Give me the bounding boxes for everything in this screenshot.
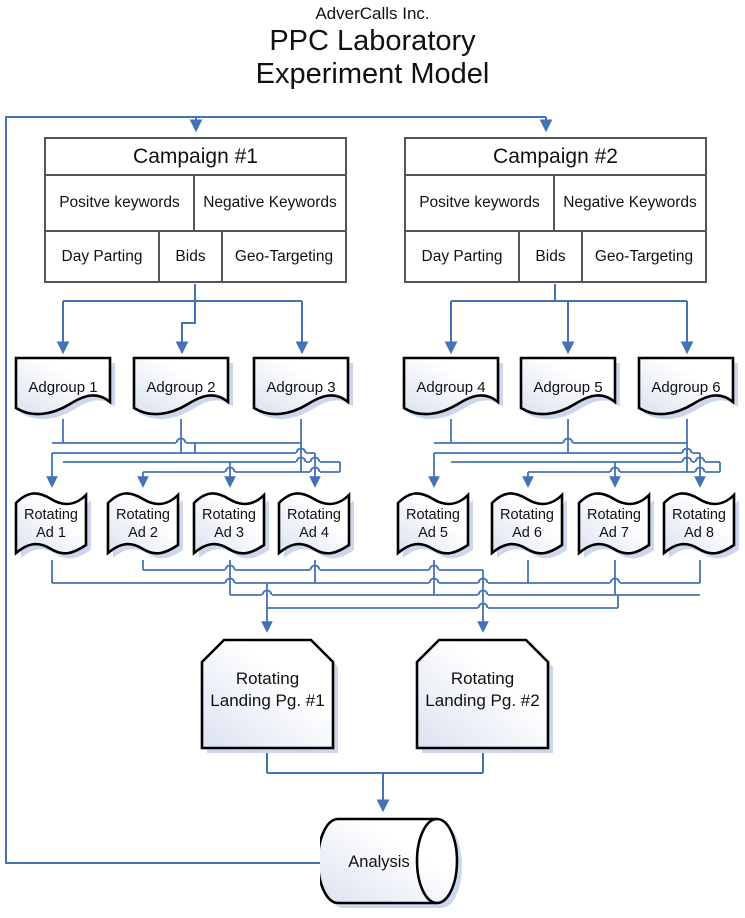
rotating-ad-7-line1: Rotating bbox=[586, 507, 641, 523]
page-title-line1: PPC Laboratory bbox=[269, 25, 476, 57]
landing-page-1-line2: Landing Pg. #1 bbox=[210, 691, 325, 710]
campaign-2-geo-targeting-cell: Geo-Targeting bbox=[583, 232, 707, 283]
landing-page-2-line2: Landing Pg. #2 bbox=[425, 691, 540, 710]
card-shape bbox=[415, 638, 553, 753]
rotating-ad-5-label: Rotating Ad 5 bbox=[396, 506, 470, 542]
rotating-ad-7-label: Rotating Ad 7 bbox=[577, 506, 651, 542]
campaign-1-node: Campaign #1 Positve keywords Negative Ke… bbox=[44, 137, 347, 283]
campaign-1-day-parting-cell: Day Parting bbox=[44, 232, 160, 283]
wave-shape bbox=[192, 491, 269, 559]
document-shape bbox=[132, 356, 233, 420]
rotating-ad-4-line2: Ad 4 bbox=[299, 525, 329, 541]
analysis-label: Analysis bbox=[348, 853, 410, 871]
adgroup-5-node: Adgroup 5 bbox=[519, 356, 623, 436]
wave-shape bbox=[396, 491, 473, 559]
rotating-ad-7-node: Rotating Ad 7 bbox=[577, 489, 657, 565]
rotating-ad-1-label: Rotating Ad 1 bbox=[14, 506, 88, 542]
adgroups-to-ads-mesh bbox=[46, 419, 721, 488]
rotating-ad-4-label: Rotating Ad 4 bbox=[277, 506, 351, 542]
rotating-ad-3-label: Rotating Ad 3 bbox=[192, 506, 266, 542]
card-shape bbox=[200, 638, 338, 753]
wave-shape bbox=[14, 491, 91, 559]
rotating-ad-2-line2: Ad 2 bbox=[128, 525, 158, 541]
adgroup-3-label: Adgroup 3 bbox=[266, 379, 336, 396]
company-title: AdverCalls Inc. bbox=[315, 4, 430, 23]
campaign-2-negative-keywords-cell: Negative Keywords bbox=[555, 176, 707, 232]
rotating-ad-8-node: Rotating Ad 8 bbox=[662, 489, 742, 565]
rotating-ad-4-line1: Rotating bbox=[286, 507, 341, 523]
rotating-ad-6-node: Rotating Ad 6 bbox=[490, 489, 570, 565]
adgroup-3-node: Adgroup 3 bbox=[252, 356, 356, 436]
rotating-ad-4-node: Rotating Ad 4 bbox=[277, 489, 357, 565]
rotating-ad-8-line2: Ad 8 bbox=[684, 525, 714, 541]
wave-shape bbox=[106, 491, 183, 559]
adgroup-5-label: Adgroup 5 bbox=[533, 379, 603, 396]
document-shape bbox=[637, 356, 738, 420]
wave-shape bbox=[577, 491, 654, 559]
campaign-1-geo-targeting-cell: Geo-Targeting bbox=[223, 232, 347, 283]
cylinder-rim bbox=[415, 817, 438, 905]
campaign-2-title: Campaign #2 bbox=[404, 137, 707, 176]
campaign-2-day-parting-cell: Day Parting bbox=[404, 232, 520, 283]
adgroup-6-node: Adgroup 6 bbox=[637, 356, 741, 436]
rotating-ad-6-line2: Ad 6 bbox=[512, 525, 542, 541]
analysis-node: Analysis bbox=[320, 816, 466, 912]
campaign-2-node: Campaign #2 Positve keywords Negative Ke… bbox=[404, 137, 707, 283]
campaign1-to-adgroups-connector bbox=[56, 284, 309, 355]
wave-shape bbox=[662, 491, 739, 559]
rotating-ad-3-line2: Ad 3 bbox=[214, 525, 244, 541]
rotating-ad-3-node: Rotating Ad 3 bbox=[192, 489, 272, 565]
adgroup-1-label: Adgroup 1 bbox=[28, 379, 98, 396]
campaign2-to-adgroups-connector bbox=[444, 284, 694, 355]
adgroup-4-label: Adgroup 4 bbox=[416, 379, 486, 396]
rotating-ad-5-node: Rotating Ad 5 bbox=[396, 489, 476, 565]
page-title-line2: Experiment Model bbox=[255, 58, 490, 90]
rotating-ad-2-line1: Rotating bbox=[115, 507, 170, 523]
landing-pages-to-analysis-connector bbox=[266, 749, 484, 813]
document-shape bbox=[14, 356, 115, 420]
campaign-1-positive-keywords-cell: Positve keywords bbox=[44, 176, 195, 232]
wave-shape bbox=[490, 491, 567, 559]
rotating-ad-1-line2: Ad 1 bbox=[36, 525, 66, 541]
rotating-ad-7-line2: Ad 7 bbox=[599, 525, 629, 541]
landing-page-2-line1: Rotating bbox=[450, 669, 515, 688]
rotating-ad-1-line1: Rotating bbox=[23, 507, 78, 523]
rotating-ad-5-line1: Rotating bbox=[405, 507, 460, 523]
document-shape bbox=[519, 356, 620, 420]
rotating-ad-6-line1: Rotating bbox=[499, 507, 554, 523]
rotating-ad-1-node: Rotating Ad 1 bbox=[14, 489, 94, 565]
rotating-ad-2-node: Rotating Ad 2 bbox=[106, 489, 186, 565]
feedback-loop-connector bbox=[5, 116, 553, 864]
adgroup-4-node: Adgroup 4 bbox=[402, 356, 506, 436]
adgroup-1-node: Adgroup 1 bbox=[14, 356, 118, 436]
ads-to-landing-pages-mesh bbox=[51, 560, 701, 633]
rotating-ad-8-line1: Rotating bbox=[671, 507, 726, 523]
campaign-2-positive-keywords-cell: Positve keywords bbox=[404, 176, 555, 232]
rotating-ad-8-label: Rotating Ad 8 bbox=[662, 506, 736, 542]
campaign-1-title: Campaign #1 bbox=[44, 137, 347, 176]
cylinder-shape bbox=[320, 817, 462, 908]
rotating-ad-3-line1: Rotating bbox=[201, 507, 256, 523]
document-shape bbox=[402, 356, 503, 420]
campaign-2-bids-cell: Bids bbox=[520, 232, 583, 283]
rotating-ad-6-label: Rotating Ad 6 bbox=[490, 506, 564, 542]
rotating-ad-5-line2: Ad 5 bbox=[418, 525, 448, 541]
campaign-1-negative-keywords-cell: Negative Keywords bbox=[195, 176, 347, 232]
campaign-1-bids-cell: Bids bbox=[160, 232, 223, 283]
adgroup-2-node: Adgroup 2 bbox=[132, 356, 236, 436]
adgroup-6-label: Adgroup 6 bbox=[651, 379, 721, 396]
adgroup-2-label: Adgroup 2 bbox=[146, 379, 216, 396]
document-shape bbox=[252, 356, 353, 420]
wave-shape bbox=[277, 491, 354, 559]
rotating-ad-2-label: Rotating Ad 2 bbox=[106, 506, 180, 542]
landing-page-1-line1: Rotating bbox=[235, 669, 300, 688]
